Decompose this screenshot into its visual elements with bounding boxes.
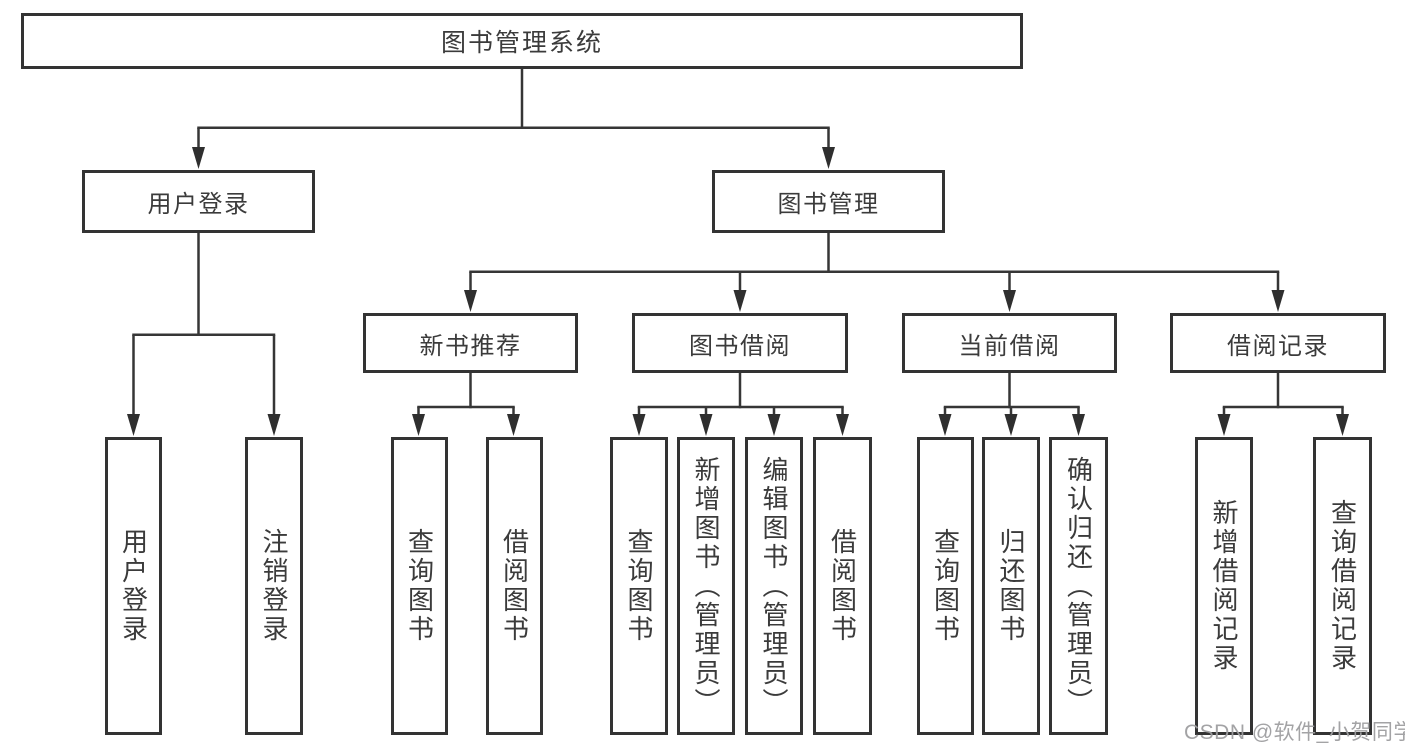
connector-user-login-to-leaves [127, 233, 281, 436]
leaf-label: 借阅图书 [499, 528, 530, 644]
node-label: 新书推荐 [419, 332, 522, 360]
arrowhead [938, 414, 952, 436]
leaf-label: 查询图书 [624, 528, 654, 644]
csdn-watermark: CSDN @软件_小贺同学 [1184, 721, 1405, 744]
connector-book-borrow-to-leaves [632, 373, 849, 436]
leaf-user-login: 用户登录 [105, 437, 162, 735]
connector-root-to-level2 [192, 69, 835, 169]
leaf-logout: 注销登录 [245, 437, 303, 735]
leaf-add-borrow-record: 新增借阅记录 [1195, 437, 1253, 735]
leaf-label: 归还图书 [996, 528, 1026, 644]
arrowhead [412, 414, 425, 436]
node-book-borrowing: 图书借阅 [632, 313, 848, 373]
leaf-label: 新增借阅记录 [1209, 499, 1239, 673]
connector-current-borrow-to-leaves [938, 373, 1085, 436]
node-label: 当前借阅 [958, 332, 1061, 360]
arrowhead [733, 290, 747, 312]
leaf-query-books-borrow: 查询图书 [610, 437, 668, 735]
arrowhead [767, 414, 781, 436]
leaf-confirm-return-admin: 确认归还（管理员） [1049, 437, 1108, 735]
arrowhead [127, 414, 140, 436]
arrowhead [836, 414, 849, 436]
leaf-label: 查询图书 [404, 528, 435, 644]
arrowhead [632, 414, 646, 436]
connector-book-mgmt-to-level3 [464, 233, 1285, 312]
leaf-label: 编辑图书（管理员） [759, 455, 789, 717]
leaf-label: 查询借阅记录 [1327, 499, 1358, 673]
connector-new-books-to-leaves [412, 373, 520, 436]
leaf-label: 确认归还（管理员） [1063, 455, 1094, 717]
arrowhead [1003, 290, 1016, 312]
node-label: 图书管理 [777, 191, 880, 218]
arrowhead [822, 147, 835, 169]
node-label: 用户登录 [147, 191, 250, 218]
leaf-label: 借阅图书 [827, 528, 858, 644]
node-borrowing-records: 借阅记录 [1170, 313, 1386, 373]
node-book-management: 图书管理 [712, 170, 945, 233]
leaf-borrow-books-borrow: 借阅图书 [813, 437, 872, 735]
leaf-query-books-recommend: 查询图书 [391, 437, 448, 735]
node-new-book-recommendation: 新书推荐 [363, 313, 578, 373]
leaf-edit-books-admin: 编辑图书（管理员） [745, 437, 803, 735]
leaf-label: 用户登录 [118, 528, 149, 644]
leaf-query-books-current: 查询图书 [917, 437, 974, 735]
node-label: 图书借阅 [689, 332, 791, 360]
arrowhead [699, 414, 713, 436]
arrowhead [1217, 414, 1231, 436]
leaf-add-books-admin: 新增图书（管理员） [677, 437, 735, 735]
connector-borrow-records-to-leaves [1217, 373, 1349, 436]
arrowhead [192, 147, 205, 169]
arrowhead [464, 290, 477, 312]
leaf-label: 注销登录 [259, 528, 289, 644]
leaf-label: 查询图书 [930, 528, 961, 644]
leaf-borrow-books-recommend: 借阅图书 [486, 437, 543, 735]
arrowhead [1336, 414, 1349, 436]
node-label: 借阅记录 [1227, 332, 1329, 360]
leaf-query-borrow-record: 查询借阅记录 [1313, 437, 1372, 735]
leaf-label: 新增图书（管理员） [691, 455, 721, 717]
node-library-management-system: 图书管理系统 [21, 13, 1023, 69]
node-user-login: 用户登录 [82, 170, 315, 233]
node-label: 图书管理系统 [440, 29, 603, 57]
arrowhead [1004, 414, 1018, 436]
arrowhead [507, 414, 520, 436]
arrowhead [1072, 414, 1085, 436]
arrowhead [1271, 290, 1285, 312]
leaf-return-books: 归还图书 [982, 437, 1040, 735]
node-current-borrowing: 当前借阅 [902, 313, 1117, 373]
arrowhead [267, 414, 281, 436]
